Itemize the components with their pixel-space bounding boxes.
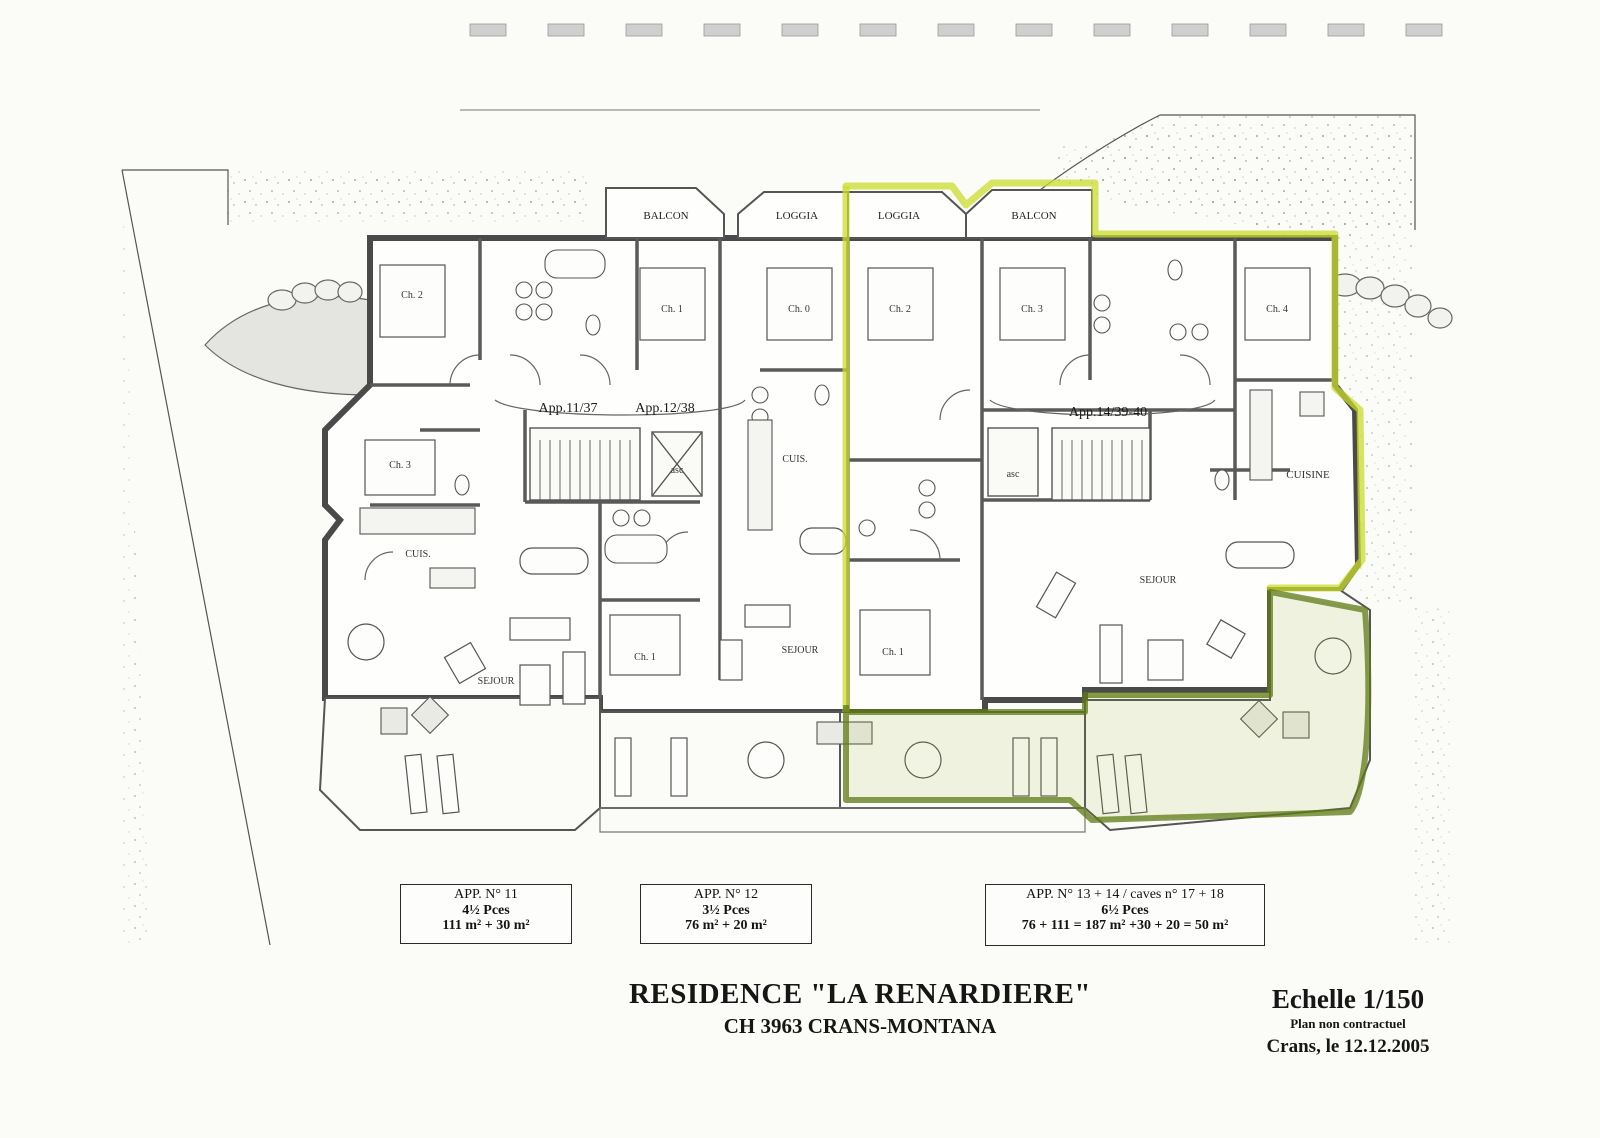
loggia-left-label: LOGGIA xyxy=(776,210,818,222)
room-ch3-a: Ch. 3 xyxy=(389,460,411,471)
apt-11-rooms: 4½ Pces xyxy=(462,902,510,918)
apt-11-area: 111 m² + 30 m² xyxy=(442,918,530,934)
plan-title: RESIDENCE "LA RENARDIERE" xyxy=(628,978,1092,1010)
plan-subtitle: CH 3963 CRANS-MONTANA xyxy=(723,1014,997,1038)
apt-12-area: 76 m² + 20 m² xyxy=(685,918,767,934)
room-ch2-b: Ch. 2 xyxy=(889,304,911,315)
room-cuis-b: CUIS. xyxy=(782,454,807,465)
apt-12-number: APP. N° 12 xyxy=(693,887,759,902)
apt-13-14-rooms: 6½ Pces xyxy=(1101,902,1149,918)
stone-border-left xyxy=(267,279,363,311)
balcon-left-label: BALCON xyxy=(643,210,688,222)
highlight-upper xyxy=(842,179,1366,592)
building-walls xyxy=(322,235,1362,715)
garden-bed xyxy=(204,295,371,396)
living-furniture xyxy=(443,571,1246,706)
stone-border-right xyxy=(1328,273,1453,329)
room-ch1-b: Ch. 1 xyxy=(634,652,656,663)
apt-13-14-area: 76 + 111 = 187 m² +30 + 20 = 50 m² xyxy=(1021,918,1229,934)
kitchen-counters xyxy=(359,389,1325,589)
bath-fixtures xyxy=(454,249,1230,564)
beds xyxy=(364,264,1311,676)
room-cuisine: CUISINE xyxy=(1286,469,1330,481)
site-terrain xyxy=(121,109,1450,946)
disclaimer: Plan non contractuel xyxy=(1290,1016,1406,1031)
apt-11-number: APP. N° 11 xyxy=(454,887,518,902)
loungers xyxy=(404,737,1148,815)
apartment-box-11: APP. N° 11 4½ Pces 111 m² + 30 m² xyxy=(400,884,572,944)
label-app-11-37: App.11/37 xyxy=(539,401,598,416)
label-app-14-39-40: App.14/39-40 xyxy=(1069,405,1147,420)
stair-core-left xyxy=(529,427,703,501)
stair-core-right xyxy=(987,427,1151,501)
place-date: Crans, le 12.12.2005 xyxy=(1266,1036,1430,1057)
dining-tables xyxy=(347,527,1352,779)
scale-label: Echelle 1/150 xyxy=(1271,984,1425,1014)
room-sejour-a: SEJOUR xyxy=(478,676,515,687)
room-ch1-c: Ch. 1 xyxy=(882,647,904,658)
room-asc-b: asc xyxy=(1007,469,1020,480)
apartment-box-13-14: APP. N° 13 + 14 / caves n° 17 + 18 6½ Pc… xyxy=(985,884,1265,946)
room-asc-a: asc xyxy=(671,465,684,476)
room-sejour-c: SEJOUR xyxy=(1140,575,1177,586)
apt-12-rooms: 3½ Pces xyxy=(702,902,750,918)
balconies xyxy=(605,187,1093,239)
apt-13-14-number: APP. N° 13 + 14 / caves n° 17 + 18 xyxy=(1026,887,1224,902)
room-ch0: Ch. 0 xyxy=(788,304,810,315)
room-ch4: Ch. 4 xyxy=(1266,304,1288,315)
room-labels-beds: Ch. 2 Ch. 1 Ch. 0 Ch. 2 Ch. 3 Ch. 4 Ch. … xyxy=(389,290,1288,663)
room-cuis-a: CUIS. xyxy=(405,549,430,560)
highlight-terrace xyxy=(843,589,1372,823)
label-app-12-38: App.12/38 xyxy=(635,401,695,416)
outdoor-grills xyxy=(380,695,1310,745)
room-ch2-a: Ch. 2 xyxy=(401,290,423,301)
binder-holes xyxy=(469,23,1443,37)
loggia-right-label: LOGGIA xyxy=(878,210,920,222)
room-ch3-b: Ch. 3 xyxy=(1021,304,1043,315)
apartment-box-12: APP. N° 12 3½ Pces 76 m² + 20 m² xyxy=(640,884,812,944)
balcon-right-label: BALCON xyxy=(1011,210,1056,222)
room-sejour-b: SEJOUR xyxy=(782,645,819,656)
room-ch1-a: Ch. 1 xyxy=(661,304,683,315)
